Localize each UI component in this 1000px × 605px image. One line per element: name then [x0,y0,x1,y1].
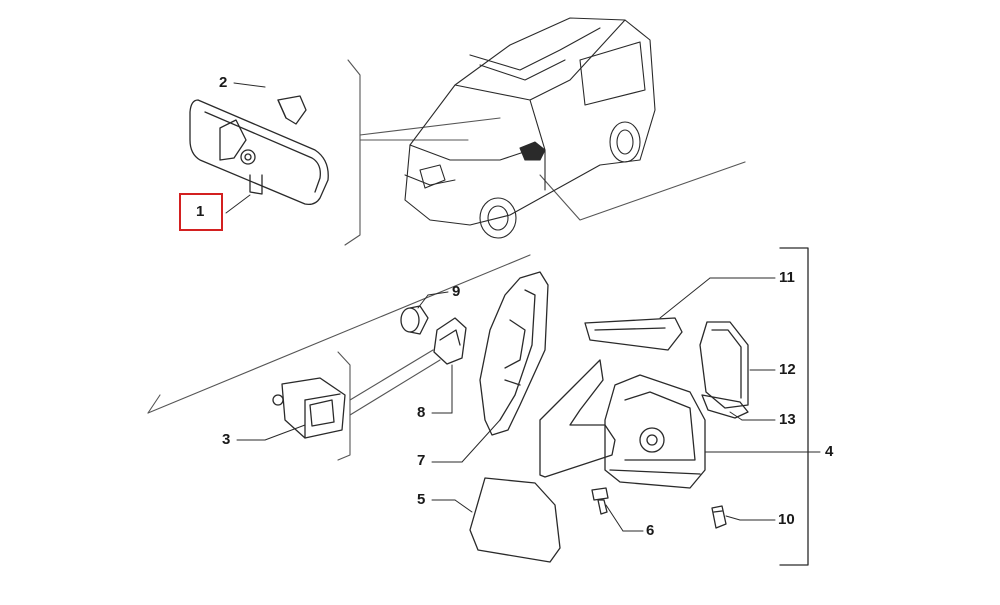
mirror-switch-icon [272,377,346,439]
callout-3: 3 [222,431,231,448]
mirror-bracket-icon [277,95,307,125]
callout-10: 10 [778,511,795,528]
switch-cap-icon [433,317,467,365]
callout-8: 8 [417,404,426,421]
callout-6: 6 [646,522,655,539]
screw-icon [591,487,609,515]
callout-7: 7 [417,452,426,469]
knob-icon [400,305,429,335]
rearview-mirror-icon [189,99,329,206]
callout-2: 2 [219,74,228,91]
mirror-base-icon [479,271,549,436]
section-guides [147,59,746,461]
mirror-housing-icon [539,359,706,489]
callout-4: 4 [825,443,834,460]
bulb-icon [711,505,727,529]
indicator-lens-icon [584,317,683,351]
mirror-glass-icon [699,321,749,409]
callout-13: 13 [779,411,796,428]
callout-12: 12 [779,361,796,378]
leader-lines [225,82,821,532]
callout-5: 5 [417,491,426,508]
callout-11: 11 [779,269,795,286]
callout-1: 1 [196,203,205,220]
lower-glass-icon [701,394,749,419]
mirror-cover-icon [469,477,561,563]
callout-9: 9 [452,283,461,300]
callout-highlight [179,193,223,231]
group-bracket [779,247,809,566]
van-icon [404,17,656,239]
